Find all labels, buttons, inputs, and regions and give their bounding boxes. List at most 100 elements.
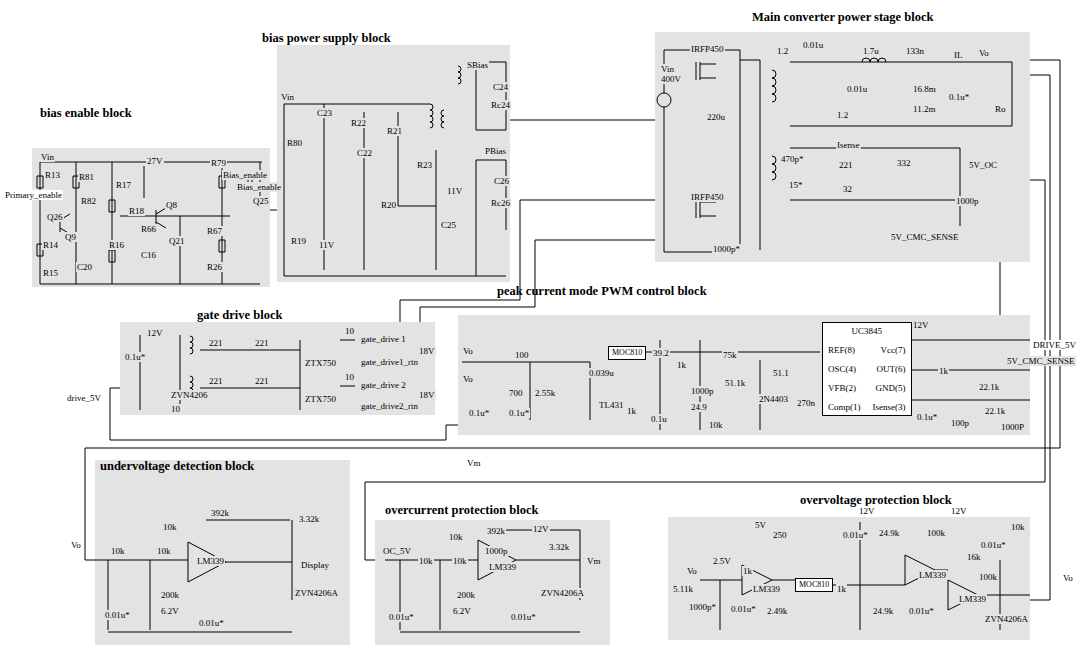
component-label: R79	[210, 158, 227, 168]
component-label: Rc24	[490, 100, 511, 110]
component-label: 1000P	[1000, 422, 1025, 432]
component-label: PBias	[484, 146, 507, 156]
component-label: 1k	[626, 406, 637, 416]
component-label: Primary_enable	[4, 190, 63, 200]
optocoupler: MOC810	[608, 346, 646, 360]
component-label: 3.32k	[548, 542, 570, 552]
component-label: 1000p	[484, 546, 509, 556]
component-label: 0.01u*	[510, 612, 537, 622]
component-label: 2.55k	[534, 388, 556, 398]
component-label: Vo	[686, 566, 698, 576]
circuit-wire	[140, 335, 355, 410]
component-label: 5V_CMC_SENSE	[890, 232, 960, 242]
component-label: 51.1	[772, 368, 790, 378]
component-label: 700	[508, 388, 524, 398]
ic-chip: UC3845REF(8)Vcc(7)OSC(4)OUT(6)VFB(2)GND(…	[822, 322, 912, 416]
component-label: 6.2V	[452, 606, 472, 616]
component-label: 16.8m	[912, 84, 937, 94]
block-ground	[655, 32, 1030, 262]
block-ground	[277, 45, 510, 282]
component-label: 1k	[676, 360, 687, 370]
transformer-winding	[430, 66, 461, 128]
pin-name: OUT(6)	[873, 364, 906, 374]
component-label: ZTX750	[304, 394, 337, 404]
component-label: Vin	[280, 92, 295, 102]
component-label: 51.1k	[724, 378, 746, 388]
pin-name: OSC(4)	[828, 364, 861, 374]
ic-name: UC3845	[828, 326, 906, 336]
circuit-wire	[664, 50, 1012, 252]
component-label: LM339	[488, 562, 517, 572]
component-label: 75k	[722, 350, 738, 360]
component-label: R20	[380, 200, 397, 210]
component-label: LM339	[196, 556, 225, 566]
component-label: 1k	[836, 584, 847, 594]
wire-connector	[1030, 75, 1050, 600]
component-label: R13	[44, 170, 61, 180]
component-label: 2N4403	[758, 394, 789, 404]
component-label: Vin	[660, 64, 675, 74]
component-label: 250	[772, 530, 788, 540]
component-label: 0.01u	[846, 84, 868, 94]
component-label: 3.32k	[298, 514, 320, 524]
block-ground	[668, 517, 1030, 640]
pin-name: Isense(3)	[873, 402, 906, 412]
component-label: Vo	[1062, 573, 1074, 583]
pin-name: Comp(1)	[828, 402, 861, 412]
pin-name: VFB(2)	[828, 383, 861, 393]
component-label: 0.01u*	[908, 606, 935, 616]
component-label: 1000p	[955, 196, 980, 206]
circuit-block: bias enable block	[32, 148, 270, 287]
block-ground	[120, 322, 435, 415]
component-label: Q25	[252, 196, 270, 206]
component-label: R18	[128, 206, 145, 216]
component-label: 10	[170, 404, 181, 414]
component-label: 10k	[452, 556, 468, 566]
component-label: 332	[896, 158, 912, 168]
component-label: 0.01u*	[980, 540, 1007, 550]
component-label: Q9	[64, 232, 77, 242]
component-label: SBias	[466, 60, 489, 70]
block-ground	[95, 460, 350, 645]
component-label: 392k	[210, 508, 230, 518]
component-label: 16k	[966, 552, 982, 562]
component-label: R66	[140, 224, 157, 234]
component-label: 1k	[938, 366, 949, 376]
component-label: C26	[493, 176, 510, 186]
block-ground	[458, 315, 1030, 435]
component-label: R67	[206, 226, 223, 236]
component-label: 12V	[950, 506, 968, 516]
component-label: 1000p*	[688, 602, 717, 612]
component-label: 133n	[905, 46, 925, 56]
component-label: 15*	[788, 180, 804, 190]
component-label: R14	[42, 240, 59, 250]
part-name: MOC810	[612, 348, 642, 358]
component-label: gate_drive 1	[360, 334, 407, 344]
component-label: 220u	[706, 112, 726, 122]
component-label: C23	[316, 108, 333, 118]
component-label: drive_5V	[66, 393, 102, 403]
component-label: 1.2	[776, 46, 789, 56]
wire-connector	[400, 200, 655, 322]
component-label: 0.01u*	[104, 610, 131, 620]
component-label: 392k	[486, 526, 506, 536]
component-label: 100	[514, 350, 530, 360]
component-label: 0.1u*	[948, 92, 970, 102]
component-label: 18V	[418, 346, 436, 356]
component-label: 22.1k	[978, 382, 1000, 392]
component-label: 10k	[1010, 522, 1026, 532]
component-label: Q21	[168, 236, 186, 246]
component-label: C24	[492, 82, 509, 92]
component-label: gate_drive1_rtn	[360, 357, 419, 367]
pin-name: Vcc(7)	[873, 345, 906, 355]
component-label: ZVN4206	[170, 390, 209, 400]
component-label: 10k	[708, 420, 724, 430]
block-heading: Main converter power stage block	[752, 10, 933, 24]
component-label: Vm	[586, 556, 602, 566]
component-label: 5V_CMC_SENSE	[1006, 356, 1076, 366]
component-label: 6.2V	[160, 606, 180, 616]
component-label: 10k	[418, 556, 434, 566]
block-ground	[375, 520, 610, 645]
component-label: 11.2m	[912, 104, 936, 114]
component-label: 400V	[660, 74, 682, 84]
